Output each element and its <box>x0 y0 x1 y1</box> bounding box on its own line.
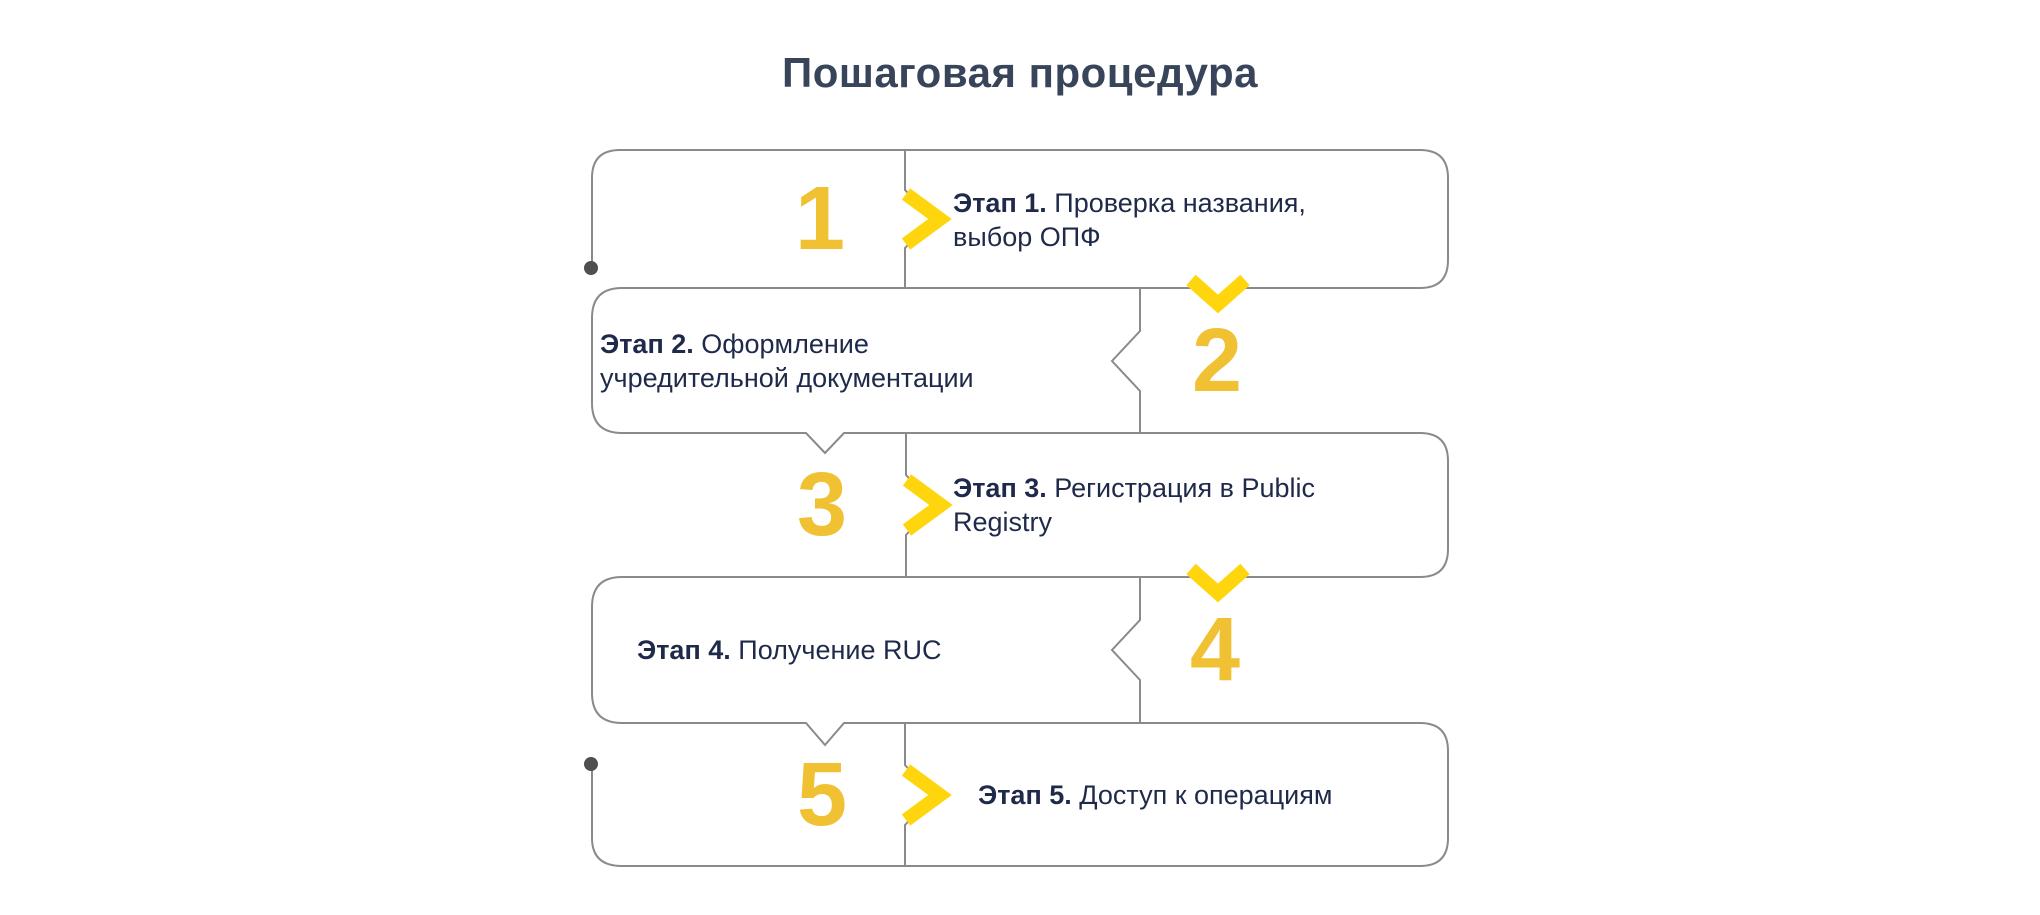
step-4-number: 4 <box>1189 600 1241 700</box>
step-4-text: Получение RUC <box>738 635 942 665</box>
chevron-right-icon-5 <box>901 764 952 826</box>
arrow-down-icon-2 <box>1186 563 1250 603</box>
step-2-description: Этап 2. Оформление учредительной докумен… <box>600 327 990 395</box>
chevron-right-icon-3 <box>902 474 953 536</box>
step-5-text: Доступ к операциям <box>1079 780 1333 810</box>
step-2-number: 2 <box>1191 311 1243 411</box>
step-2-label: Этап 2. <box>600 329 694 359</box>
step-3-description: Этап 3. Регистрация в Public Registry <box>953 471 1363 539</box>
flow-end-dot <box>584 757 598 771</box>
step-5-number: 5 <box>796 745 848 845</box>
step-5-label: Этап 5. <box>978 780 1072 810</box>
step-1-number: 1 <box>794 169 846 269</box>
step-1-description: Этап 1. Проверка названия, выбор ОПФ <box>953 186 1343 254</box>
flow-start-dot <box>584 261 598 275</box>
step-5-description: Этап 5. Доступ к операциям <box>978 778 1578 812</box>
step-1-text: Проверка названия, выбор ОПФ <box>953 188 1306 252</box>
chevron-right-icon-1 <box>901 188 952 250</box>
divider-stage-2 <box>1110 288 1141 433</box>
step-4-description: Этап 4. Получение RUC <box>637 633 1237 667</box>
flow-outline-path <box>591 149 1449 867</box>
step-3-label: Этап 3. <box>953 473 1047 503</box>
arrow-down-icon-1 <box>1186 274 1250 314</box>
divider-stage-4 <box>1110 577 1141 723</box>
step-3-text: Регистрация в Public Registry <box>953 473 1316 537</box>
step-2-text: Оформление учредительной документации <box>600 329 974 393</box>
page-title: Пошаговая процедура <box>782 49 1258 96</box>
step-4-label: Этап 4. <box>637 635 731 665</box>
step-3-number: 3 <box>796 455 848 555</box>
step-1-label: Этап 1. <box>953 188 1047 218</box>
